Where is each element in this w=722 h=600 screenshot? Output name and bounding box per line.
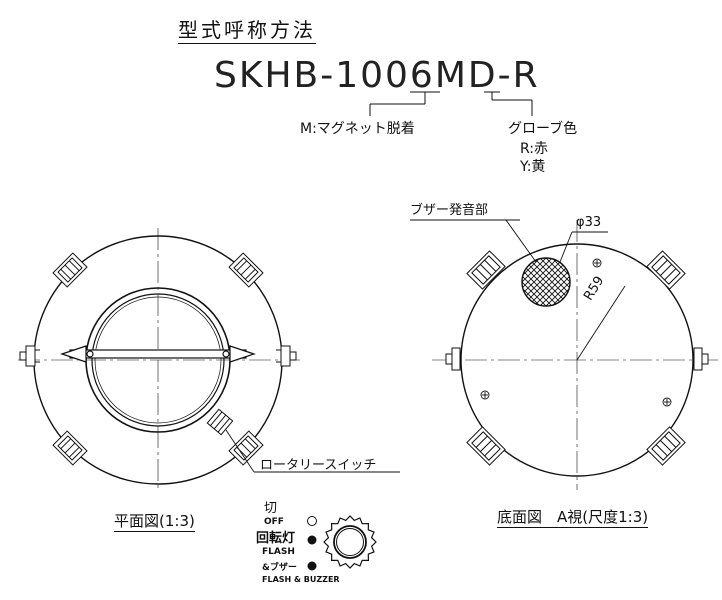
flash-indicator — [307, 535, 317, 545]
bottom-magnet-bottom-left — [466, 426, 506, 466]
buzzer-label: ブザー発音部 — [410, 203, 489, 218]
screw-left — [480, 390, 490, 400]
globe-color-yellow: Y:黄 — [520, 159, 546, 175]
switch-flash-en: FLASH — [262, 547, 295, 557]
globe-color-red: R:赤 — [520, 141, 549, 157]
handle-bar — [60, 345, 256, 363]
buzzer-outlet — [521, 257, 571, 307]
model-code: SKHB-1006MD-R — [214, 55, 540, 96]
model-code-leaders — [369, 91, 533, 116]
bottom-magnet-top-left — [466, 250, 506, 290]
bottom-view — [410, 219, 718, 490]
switch-buzzer-jp: &ブザー — [262, 563, 297, 573]
magnet-top-left — [52, 252, 88, 288]
globe-color-label: グローブ色 — [508, 121, 578, 137]
diameter-label: φ33 — [576, 215, 602, 230]
side-bolt-right — [276, 345, 297, 367]
rotary-dial — [323, 515, 377, 569]
magnet-top-right — [228, 252, 264, 288]
page-title: 型式呼称方法 — [178, 18, 316, 44]
switch-off-en: OFF — [264, 517, 284, 527]
magnet-note: M:マグネット脱着 — [300, 121, 415, 137]
screw-right — [662, 397, 672, 407]
plan-view — [18, 228, 400, 492]
buzzer-indicator — [307, 561, 317, 571]
switch-flash-jp: 回転灯 — [256, 531, 296, 546]
rotary-switch-label: ロータリースイッチ — [260, 458, 377, 473]
side-bolt-left — [19, 345, 40, 367]
rotary-switch-knob-plan — [206, 408, 234, 436]
plan-view-caption: 平面図(1:3) — [114, 512, 195, 532]
magnet-bottom-left — [52, 430, 88, 466]
screw-top — [592, 258, 602, 268]
bottom-view-caption: 底面図 A視(尺度1:3) — [497, 508, 649, 528]
switch-detail — [307, 515, 377, 571]
bottom-side-bolt-right — [693, 347, 709, 371]
switch-off-jp: 切 — [264, 501, 278, 516]
magnet-bottom-right — [228, 430, 264, 466]
bottom-side-bolt-left — [445, 347, 461, 371]
switch-buzzer-en: FLASH & BUZZER — [262, 575, 340, 584]
bottom-magnet-top-right — [646, 250, 686, 290]
off-indicator — [307, 516, 317, 526]
bottom-magnet-bottom-right — [646, 426, 686, 466]
